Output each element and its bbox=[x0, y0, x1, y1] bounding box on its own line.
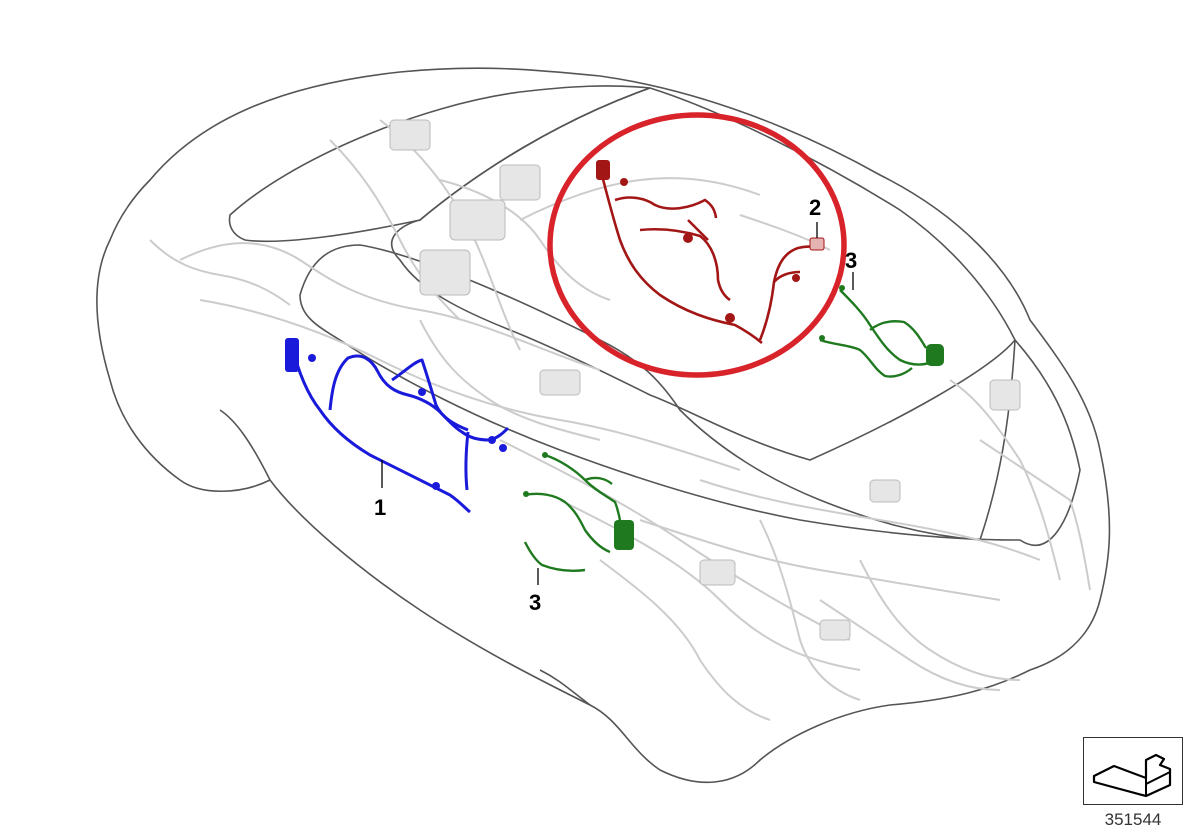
reference-symbol-box bbox=[1083, 737, 1183, 805]
harness-3-rear-connectors bbox=[819, 285, 944, 366]
harness-2-connector bbox=[620, 178, 628, 186]
harness-2-connector bbox=[725, 313, 735, 323]
staircase-detail bbox=[1093, 771, 1171, 796]
callout-3-rear: 3 bbox=[845, 248, 857, 273]
bg-wire bbox=[419, 319, 601, 441]
bg-module bbox=[419, 249, 471, 296]
staircase-symbol-icon bbox=[1092, 753, 1172, 798]
harness-1-main bbox=[290, 344, 471, 514]
harness-2-branch bbox=[614, 196, 718, 219]
harness-3-front-connectors bbox=[523, 452, 634, 550]
bg-module bbox=[989, 379, 1021, 411]
car-front-wheel-arch bbox=[219, 409, 271, 481]
harness-1-connector bbox=[488, 436, 496, 444]
highlight-circle bbox=[547, 112, 847, 378]
harness-2-main bbox=[598, 167, 763, 344]
car-side-door-panel bbox=[299, 244, 1081, 547]
bg-wire bbox=[329, 139, 461, 321]
bg-module bbox=[449, 199, 506, 241]
car-roof-panel bbox=[391, 87, 1016, 461]
bg-module bbox=[539, 369, 581, 396]
harness-2-red bbox=[598, 167, 819, 344]
bg-wire bbox=[639, 519, 1001, 601]
harness-2-branch bbox=[758, 270, 801, 341]
bg-wire bbox=[859, 559, 1021, 681]
bg-wire bbox=[179, 242, 601, 371]
bg-wire bbox=[439, 179, 611, 301]
harness-2-connector bbox=[596, 160, 610, 180]
bg-module bbox=[869, 479, 901, 503]
harness-3-green-rear bbox=[819, 289, 939, 378]
bg-wire bbox=[699, 479, 1041, 561]
harness-1-blue bbox=[290, 344, 510, 514]
harness-2-connector bbox=[809, 237, 825, 251]
bg-module bbox=[699, 559, 736, 586]
harness-3-front-connector bbox=[542, 452, 548, 458]
callout-3-front: 3 bbox=[529, 590, 541, 615]
harness-1-connector bbox=[418, 388, 426, 396]
harness-3-front-branch bbox=[523, 541, 586, 572]
background-wiring bbox=[149, 119, 1091, 721]
harness-2-connectors bbox=[596, 160, 825, 323]
harness-2-branch bbox=[639, 227, 731, 302]
harness-3-rear-branch bbox=[869, 320, 928, 349]
harness-1-branch bbox=[391, 358, 469, 432]
harness-1-branch bbox=[464, 431, 470, 491]
harness-1-connector bbox=[432, 482, 440, 490]
car-windshield-area bbox=[228, 85, 651, 243]
car-outer-silhouette bbox=[96, 67, 1111, 784]
harness-1-connector bbox=[308, 354, 316, 362]
harness-2-connector bbox=[792, 274, 800, 282]
harness-3-rear-branch bbox=[819, 338, 913, 378]
bg-wire bbox=[499, 439, 851, 641]
harness-3-rear-connector bbox=[926, 344, 944, 366]
bg-wire bbox=[949, 379, 1061, 581]
harness-3-rear-main bbox=[839, 289, 939, 366]
bg-module bbox=[389, 119, 431, 151]
harness-1-connector bbox=[499, 444, 507, 452]
harness-3-front-branch bbox=[524, 492, 611, 554]
harness-3-front-connector bbox=[614, 520, 634, 550]
bg-wire bbox=[759, 519, 861, 701]
bg-wire bbox=[979, 439, 1091, 591]
staircase-outline bbox=[1092, 753, 1172, 798]
callout-1: 1 bbox=[374, 495, 386, 520]
harness-2-connector bbox=[683, 233, 693, 243]
harness-3-front-connector bbox=[523, 491, 529, 497]
harness-3-front-branch bbox=[584, 476, 613, 485]
callout-leaders bbox=[381, 222, 854, 585]
harness-1-connectors bbox=[285, 338, 507, 490]
bg-module bbox=[819, 619, 851, 641]
harness-3-green-front bbox=[523, 453, 624, 572]
harness-3-rear-connector bbox=[819, 335, 825, 341]
bg-wire bbox=[149, 239, 291, 306]
reference-number: 351544 bbox=[1104, 810, 1162, 829]
car-rear-wheel-arch bbox=[539, 669, 591, 706]
bg-module bbox=[499, 164, 541, 201]
callout-2: 2 bbox=[809, 195, 821, 220]
harness-1-connector bbox=[285, 338, 299, 372]
bg-wire bbox=[819, 599, 1001, 691]
harness-1-loop bbox=[328, 354, 510, 442]
harness-3-rear-connector bbox=[839, 285, 845, 291]
bg-wire bbox=[199, 299, 741, 471]
harness-2-branch bbox=[687, 219, 709, 241]
background-modules bbox=[389, 119, 1021, 641]
bg-wire bbox=[599, 559, 771, 721]
